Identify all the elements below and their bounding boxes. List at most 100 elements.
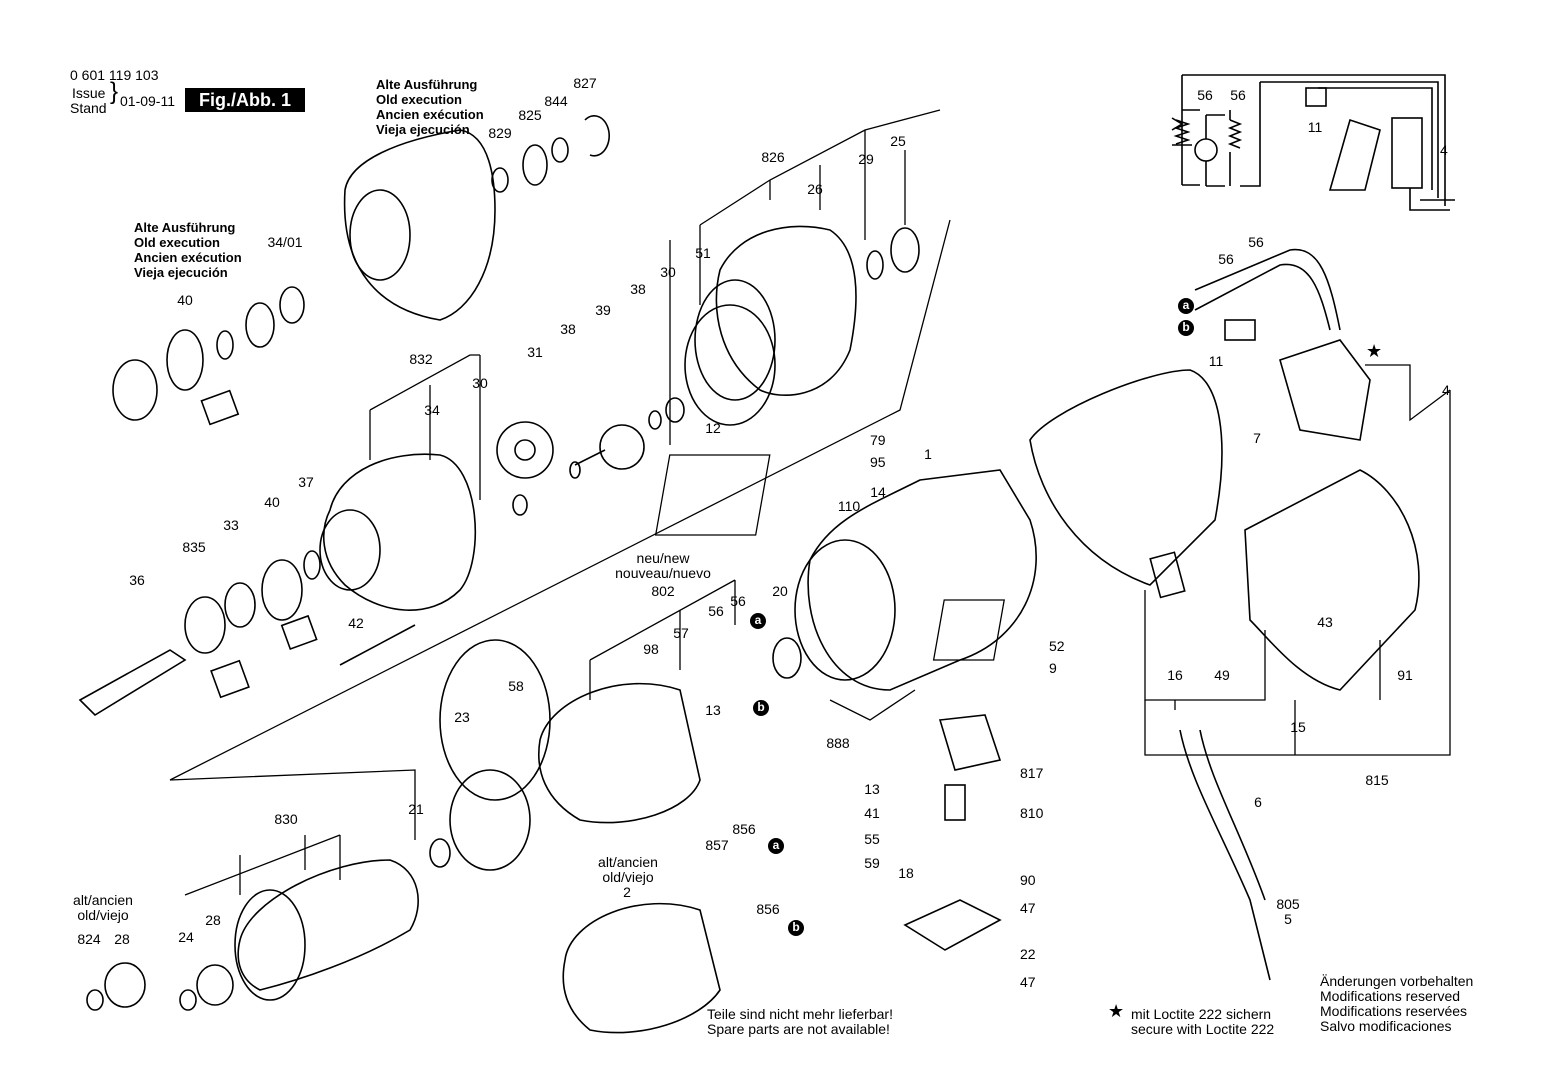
- part-label-40a: 40: [177, 292, 193, 308]
- old-execution-a-de: Alte Ausführung: [376, 77, 478, 92]
- part-label-815: 815: [1365, 772, 1389, 788]
- part-label-827: 827: [573, 75, 597, 91]
- old-execution-b-es: Vieja ejecución: [134, 265, 228, 280]
- part-label-824: 824: [77, 931, 101, 947]
- part-label-28: 28: [205, 912, 221, 928]
- old-execution-a-en: Old execution: [376, 92, 462, 107]
- connector-b-badge-3: b: [788, 920, 804, 936]
- schematic-label-11: 11: [1307, 119, 1323, 135]
- part-label-13a: 13: [705, 702, 721, 718]
- part-label-43: 43: [1317, 614, 1333, 630]
- part-label-835: 835: [182, 539, 206, 555]
- part-label-55: 55: [864, 831, 880, 847]
- part-label-888: 888: [826, 735, 850, 751]
- changes-note-fr: Modifications reservées: [1320, 1003, 1468, 1019]
- part-label-22: 22: [1020, 946, 1036, 962]
- spare-note-de: Teile sind nicht mehr lieferbar!: [707, 1006, 893, 1022]
- alt-label-a-2: old/viejo: [77, 907, 129, 923]
- connector-a-badge-1: a: [1178, 298, 1194, 314]
- part-label-31: 31: [527, 344, 543, 360]
- part-label-98: 98: [643, 641, 659, 657]
- schematic-label-56b: 56: [1230, 87, 1246, 103]
- part-label-42: 42: [348, 615, 364, 631]
- loctite-note-en: secure with Loctite 222: [1131, 1021, 1275, 1037]
- date: 01-09-11: [120, 93, 176, 109]
- part-label-56a: 56: [708, 603, 724, 619]
- brace: }: [110, 78, 119, 105]
- part-label-33: 33: [223, 517, 239, 533]
- schematic-label-4: 4: [1440, 142, 1448, 158]
- loctite-star-icon: ★: [1108, 1001, 1125, 1021]
- spare-note-en: Spare parts are not available!: [707, 1021, 890, 1037]
- part-label-5: 5: [1284, 911, 1292, 927]
- part-label-36: 36: [129, 572, 145, 588]
- part-label-56e: 56: [1218, 251, 1234, 267]
- part-label-57: 57: [673, 625, 689, 641]
- part-label-90: 90: [1020, 872, 1036, 888]
- connector-a-badge-3: a: [768, 838, 784, 854]
- part-label-39: 39: [595, 302, 611, 318]
- part-label-11: 11: [1208, 353, 1224, 369]
- part-label-856b: 856: [756, 901, 780, 917]
- part-label-857: 857: [705, 837, 729, 853]
- connector-a-badge-2: a: [750, 613, 766, 629]
- part-label-26: 26: [807, 181, 823, 197]
- leader-lines: [169, 109, 1451, 896]
- part-label-18: 18: [898, 865, 914, 881]
- issue-label: Issue: [72, 85, 106, 101]
- part-label-38b: 38: [560, 321, 576, 337]
- connector-b-badge-2: b: [753, 700, 769, 716]
- part-label-9: 9: [1049, 660, 1057, 676]
- part-label-24: 24: [178, 929, 194, 945]
- part-label-49: 49: [1214, 667, 1230, 683]
- part-label-56b: 56: [730, 593, 746, 609]
- part-label-29: 29: [858, 151, 874, 167]
- part-label-805: 805: [1276, 896, 1300, 912]
- part-label-41: 41: [864, 805, 880, 821]
- part-label-95: 95: [870, 454, 886, 470]
- part-label-817: 817: [1020, 765, 1044, 781]
- changes-note-de: Änderungen vorbehalten: [1320, 973, 1474, 989]
- old-execution-b-de: Alte Ausführung: [134, 220, 236, 235]
- part-label-34-01: 34/01: [267, 234, 303, 250]
- switch-star-icon: ★: [1366, 341, 1383, 361]
- part-label-12: 12: [705, 420, 721, 436]
- parts-outlines: [78, 115, 1420, 1034]
- schematic-label-56a: 56: [1197, 87, 1213, 103]
- part-label-30a: 30: [660, 264, 676, 280]
- part-label-856a: 856: [732, 821, 756, 837]
- old-execution-b-en: Old execution: [134, 235, 220, 250]
- part-label-37: 37: [298, 474, 314, 490]
- part-label-14: 14: [870, 484, 886, 500]
- part-label-40b: 40: [264, 494, 280, 510]
- old-execution-a-fr: Ancien exécution: [376, 107, 484, 122]
- connector-b-badge-1: b: [1178, 320, 1194, 336]
- part-label-91: 91: [1397, 667, 1413, 683]
- part-label-59: 59: [864, 855, 880, 871]
- part-number: 0 601 119 103: [70, 67, 159, 83]
- new-label-1: neu/new: [636, 550, 690, 566]
- part-label-51: 51: [695, 245, 711, 261]
- part-label-802: 802: [651, 583, 675, 599]
- changes-note-es: Salvo modificaciones: [1320, 1018, 1452, 1034]
- old-execution-b-fr: Ancien exécution: [134, 250, 242, 265]
- part-label-2: 2: [623, 884, 631, 900]
- part-label-7: 7: [1253, 430, 1261, 446]
- part-label-20: 20: [772, 583, 788, 599]
- alt-label-b-1: alt/ancien: [598, 854, 658, 870]
- changes-note-en: Modifications reserved: [1320, 988, 1461, 1004]
- alt-label-a-1: alt/ancien: [73, 892, 133, 908]
- part-label-52: 52: [1049, 638, 1065, 654]
- figure-label: Fig./Abb. 1: [185, 88, 305, 112]
- part-label-56f: 56: [1248, 234, 1264, 250]
- part-label-15: 15: [1290, 719, 1306, 735]
- part-label-110: 110: [837, 498, 861, 514]
- part-label-21: 21: [408, 801, 424, 817]
- part-label-844: 844: [544, 93, 568, 109]
- part-label-825: 825: [518, 107, 542, 123]
- part-label-47a: 47: [1020, 900, 1036, 916]
- part-label-34: 34: [424, 402, 440, 418]
- part-label-25: 25: [890, 133, 906, 149]
- part-label-79: 79: [870, 432, 886, 448]
